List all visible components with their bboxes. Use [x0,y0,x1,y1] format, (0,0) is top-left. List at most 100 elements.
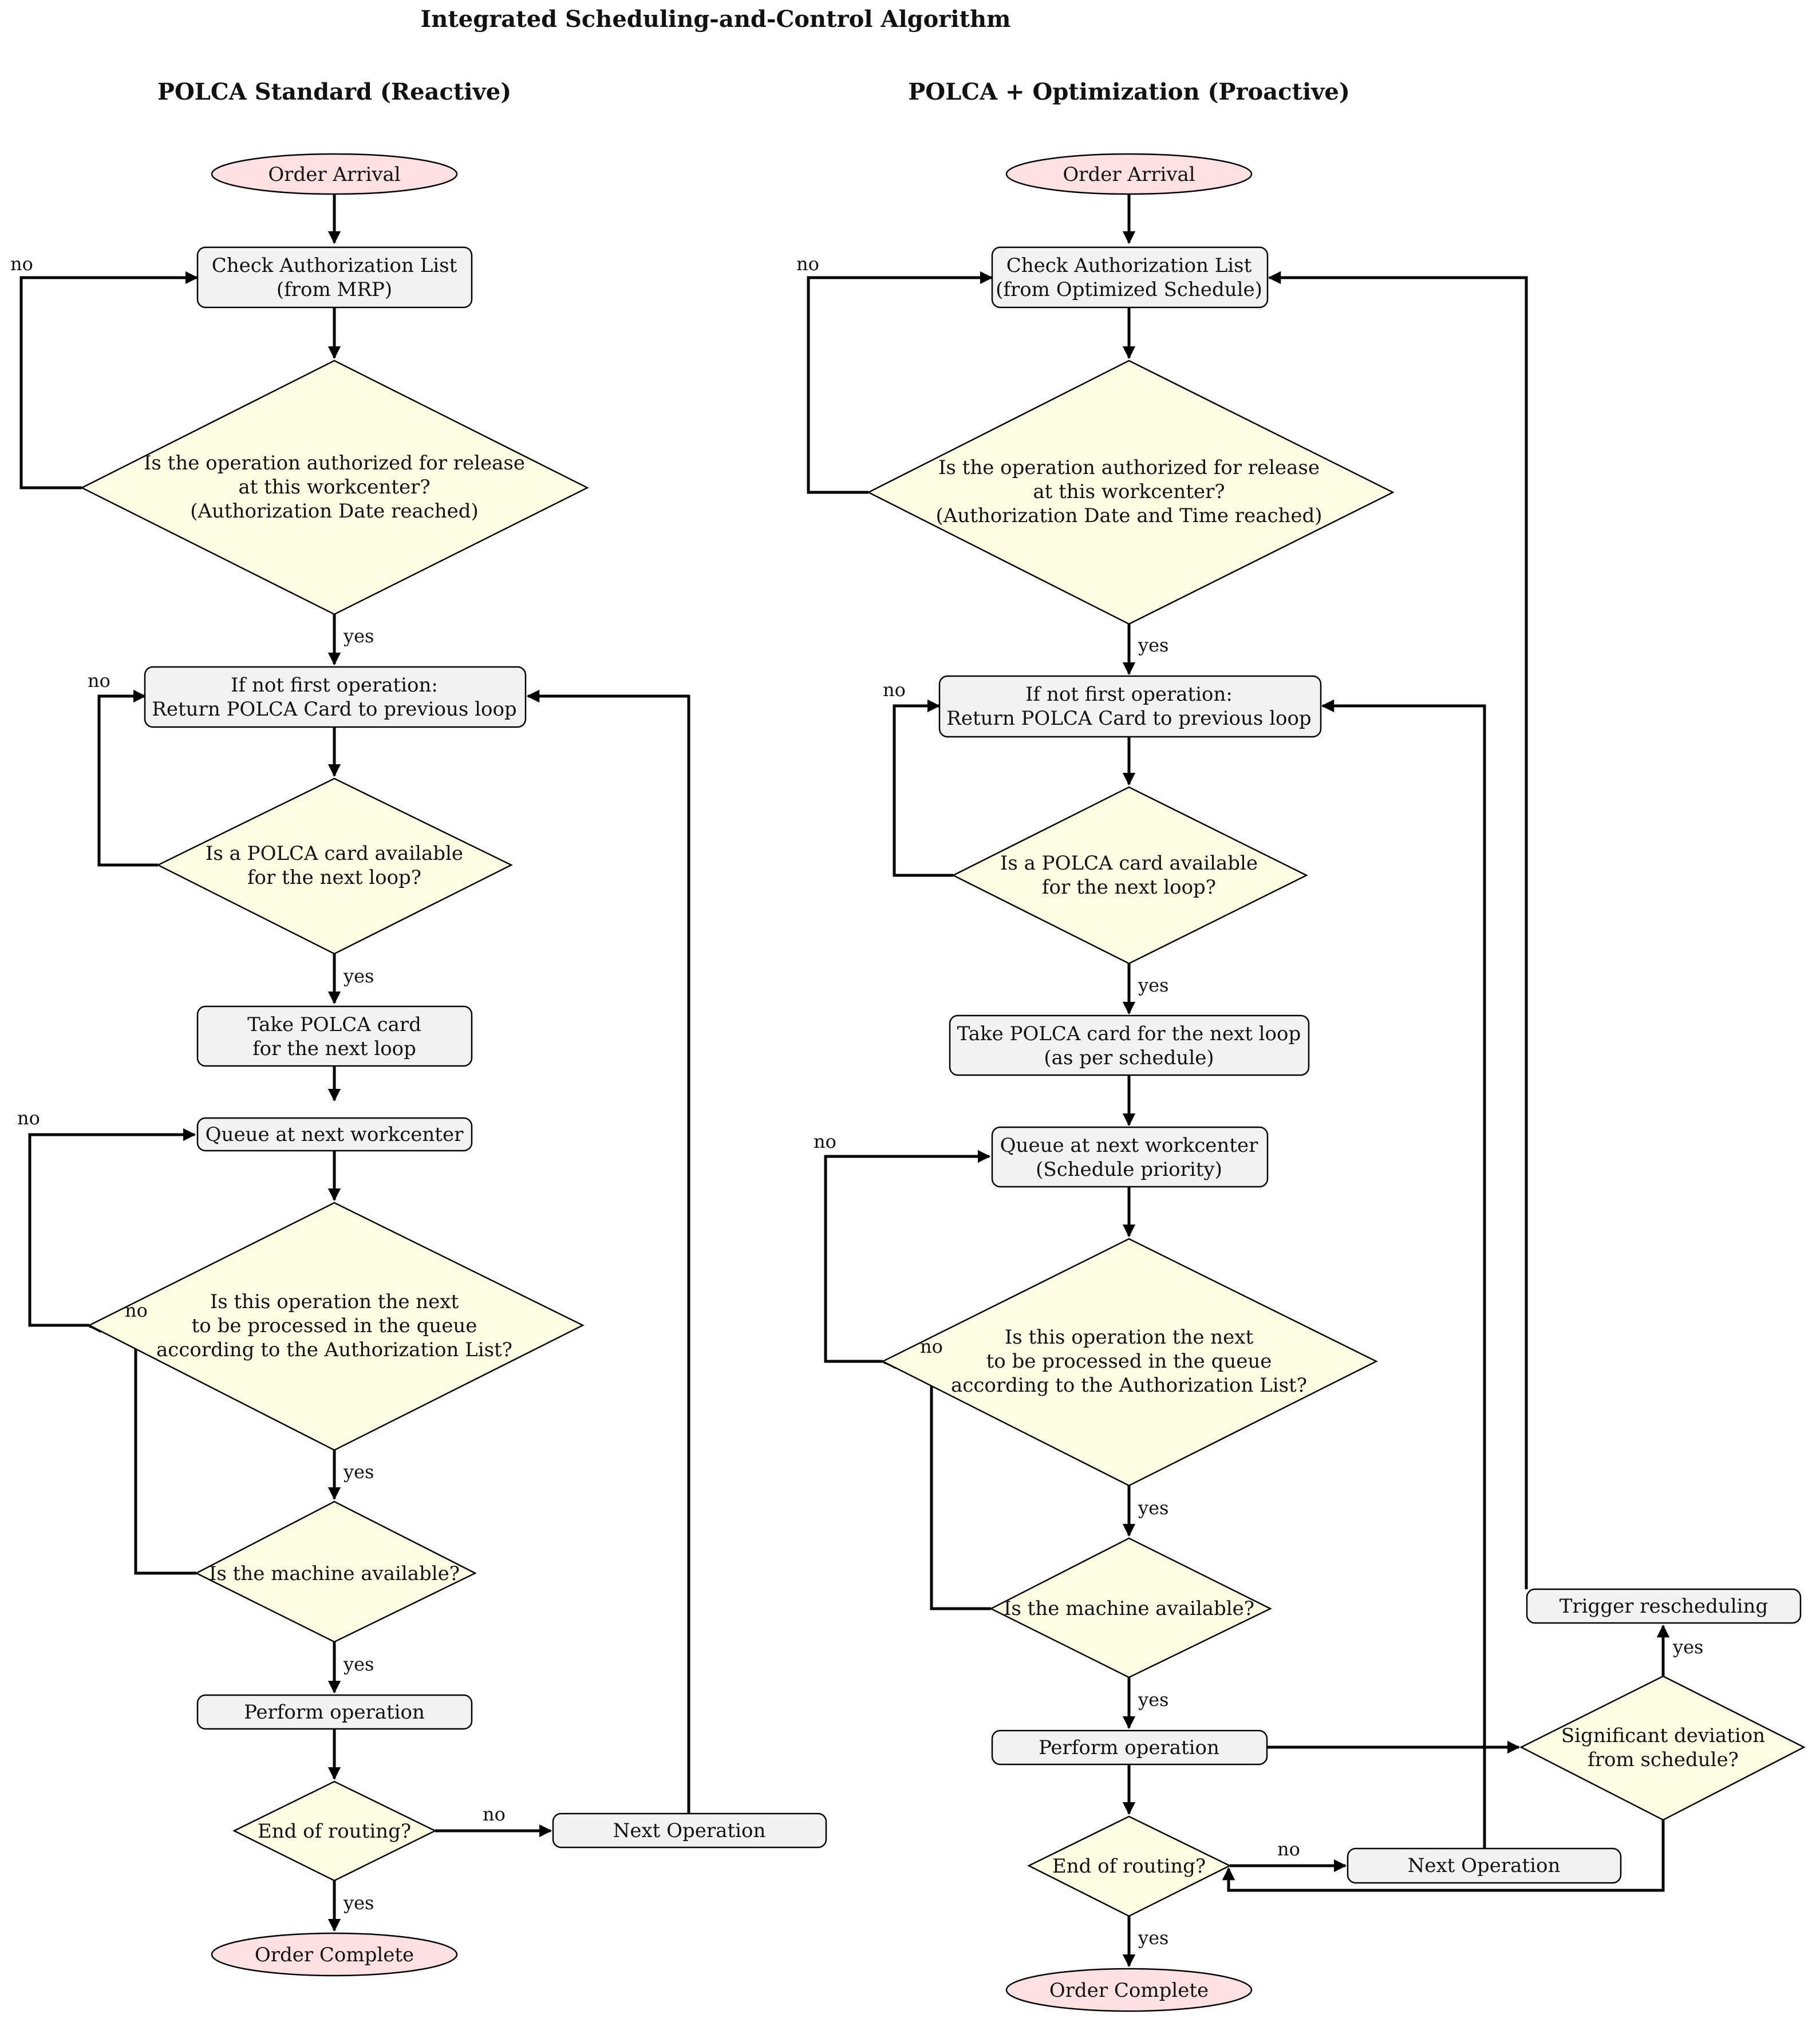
machine-available-decision [989,1537,1272,1679]
deviation-label-line: from schedule? [1588,1748,1739,1771]
return-card-label-line: If not first operation: [231,674,438,697]
authorized-decision-label-line: at this workcenter? [238,476,430,499]
authorized-decision-label-line: (Authorization Date reached) [190,500,479,523]
check-authorization-label-line: (from Optimized Schedule) [996,278,1262,301]
next-operation-label: Next Operation [613,1819,766,1842]
edge-label-no: no [17,1107,40,1129]
perform-operation-label-line: Perform operation [1039,1736,1219,1759]
connector-no [893,699,953,877]
end-of-routing-label-line: End of routing? [1052,1855,1206,1878]
edge-label-yes: yes [1138,1689,1168,1711]
deviation-label-line: Significant deviation [1561,1724,1765,1747]
perform-operation-box [991,1729,1268,1766]
next-operation-box [1347,1847,1622,1884]
edge-label-yes: yes [1672,1636,1703,1658]
order-complete-node [211,1932,458,1977]
return-card-label-line: If not first operation: [1025,683,1233,706]
edge-label-no: no [125,1300,148,1321]
queue-label-line: Queue at next workcenter [1000,1134,1258,1157]
machine-available-label: Is the machine available? [1004,1597,1254,1620]
order-complete-label: Order Complete [1049,1979,1209,2002]
authorized-decision [867,360,1395,625]
machine-available-label: Is the machine available? [209,1562,460,1585]
optimized-flowchart: Order Arrival Check Authorization List(f… [796,153,1806,2012]
edge-label-yes: yes [343,1892,374,1914]
check-authorization-label-line: Check Authorization List [212,254,457,277]
connector-no [97,689,158,867]
order-complete-label-line: Order Complete [1049,1979,1209,2002]
check-authorization-label-line: Check Authorization List [1006,254,1252,277]
standard-flowchart: Order Arrival Check Authorization List(f… [10,153,827,1977]
next-in-queue-label-line: Is this operation the next [210,1290,459,1313]
next-in-queue-label-line: according to the Authorization List? [156,1338,512,1361]
machine-available-label-line: Is the machine available? [1004,1597,1254,1620]
authorized-decision-label-line: Is the operation authorized for release [144,452,525,475]
next-in-queue-label-line: Is this operation the next [1005,1326,1254,1349]
card-available-decision [952,786,1308,965]
check-authorization-box [991,246,1269,309]
standard-heading: POLCA Standard (Reactive) [157,78,511,105]
edge-label-yes: yes [343,1461,374,1483]
edge-label-no: no [796,253,819,275]
queue-label: Queue at next workcenter(Schedule priori… [1000,1134,1258,1181]
authorized-decision-label-line: at this workcenter? [1033,480,1225,503]
edge-label-no: no [920,1336,943,1357]
take-card-label-line: Take POLCA card [247,1013,421,1036]
take-card-label-line: Take POLCA card for the next loop [957,1022,1301,1045]
order-complete-label: Order Complete [255,1944,414,1966]
edge-label-yes: yes [343,965,374,987]
edge-label-no: no [814,1131,836,1152]
check-authorization-label-line: (from MRP) [277,278,392,301]
trigger-rescheduling-label-line: Trigger rescheduling [1560,1595,1768,1618]
order-arrival-node [211,153,458,195]
deviation-decision [1519,1675,1806,1821]
machine-available-label-line: Is the machine available? [209,1562,460,1585]
connector-no [1222,1820,1665,1892]
end-of-routing-label: End of routing? [258,1820,411,1843]
edge-label-yes: yes [1138,1497,1168,1519]
connector-loop [526,689,690,1814]
card-available-label-line: Is a POLCA card available [1000,852,1258,875]
next-in-queue-label-line: to be processed in the queue [986,1350,1272,1373]
connector-loop [1321,699,1486,1849]
next-in-queue-label-line: to be processed in the queue [192,1314,477,1337]
authorized-decision-label: Is the operation authorized for releasea… [144,452,525,523]
edge-label-no: no [483,1803,506,1825]
end-of-routing-label-line: End of routing? [258,1820,411,1843]
take-card-box [949,1014,1310,1076]
edge-label-no: no [88,670,110,692]
queue-box [196,1117,473,1152]
edge-label-yes: yes [343,1653,374,1675]
machine-available-decision [195,1500,477,1643]
next-operation-label-line: Next Operation [613,1819,766,1842]
perform-operation-label: Perform operation [1039,1736,1219,1759]
trigger-rescheduling-box [1526,1588,1802,1624]
queue-label-line: Queue at next workcenter [206,1123,464,1146]
diagram-title: Integrated Scheduling-and-Control Algori… [421,6,1011,33]
card-available-label-line: for the next loop? [247,866,421,889]
authorized-decision-label: Is the operation authorized for releasea… [935,456,1322,527]
connector-no [28,1128,196,1327]
next-operation-label: Next Operation [1408,1854,1561,1877]
return-card-label: If not first operation:Return POLCA Card… [152,674,516,721]
check-authorization-label: Check Authorization List(from Optimized … [996,254,1262,301]
take-card-box [196,1005,473,1067]
connector-no [807,271,993,494]
perform-operation-label-line: Perform operation [244,1701,425,1724]
order-complete-label-line: Order Complete [255,1944,414,1966]
end-of-routing-decision [1027,1815,1231,1917]
end-of-routing-label: End of routing? [1052,1855,1206,1878]
order-arrival-label: Order Arrival [1063,163,1195,186]
return-card-label-line: Return POLCA Card to previous loop [152,698,516,721]
next-in-queue-decision [88,1202,585,1451]
take-card-label-line: (as per schedule) [1044,1046,1214,1069]
order-arrival-label: Order Arrival [268,163,400,186]
take-card-label-line: for the next loop [252,1037,416,1060]
connector-no [19,271,199,489]
edge-label-yes: yes [1138,974,1168,996]
